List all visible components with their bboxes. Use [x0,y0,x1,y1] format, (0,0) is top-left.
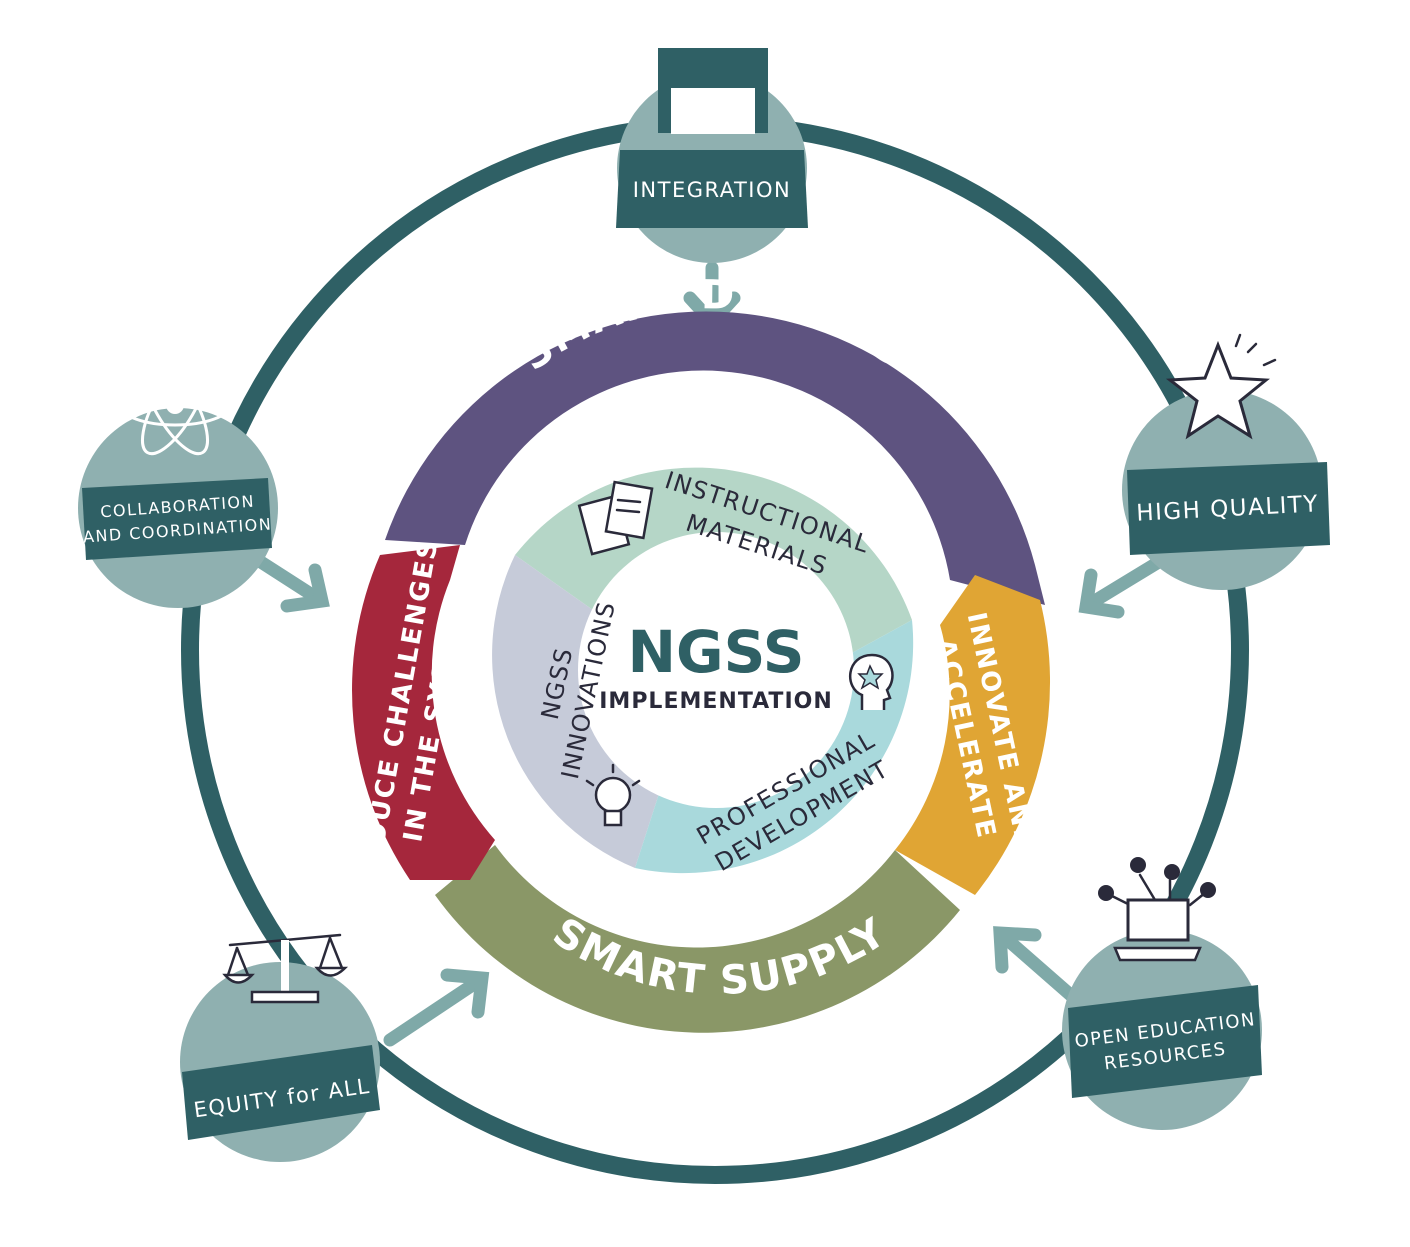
node-equity: EQUITY for ALL [180,933,380,1162]
arrows [243,261,1169,1047]
node-high-quality: HIGH QUALITY [1122,333,1330,590]
scales-icon [222,933,349,1004]
head-idea-icon [848,653,894,710]
center-hub [578,532,854,808]
smart-demand-band [385,311,1045,605]
smart-supply-band [435,845,960,1033]
laptop-network-icon [1098,857,1216,962]
tablet-icon [658,48,768,134]
arrow-equity [383,968,490,1047]
arrow-open-education [993,926,1089,1012]
books-icon [577,480,654,556]
reduce-challenges-band [352,545,495,880]
node-open-education: OPEN EDUCATION RESOURCES [1062,857,1262,1130]
node-integration-label: INTEGRATION [633,178,792,202]
innovate-accelerate-band [895,575,1051,895]
node-integration: INTEGRATION [616,48,808,263]
node-collaboration: COLLABORATION AND COORDINATION [78,354,278,608]
lightbulb-icon [585,763,641,827]
arrow-high-quality [1078,553,1169,619]
center-title: NGSS [627,618,804,686]
center-subtitle: IMPLEMENTATION [599,689,833,714]
star-icon [1165,333,1277,440]
atom-icon [118,354,232,456]
